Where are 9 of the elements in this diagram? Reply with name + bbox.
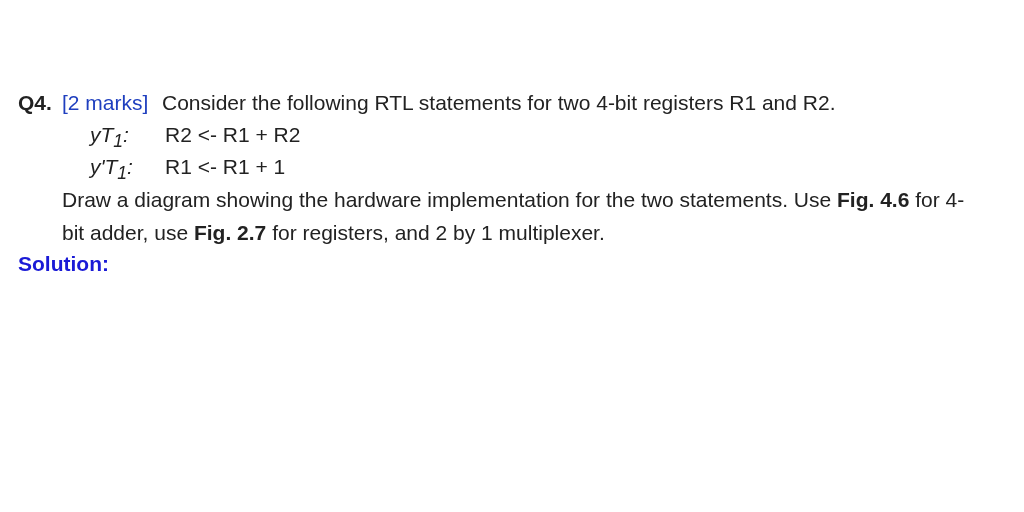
rtl-statement: R1 <- R1 + 1 — [165, 154, 286, 180]
instruction-paragraph: Draw a diagram showing the hardware implementation for the two statements. Use Fig. 4.6 for 4-bit adder, use Fig. 2.7 for registers, and 2 by 1 multiplexer. — [62, 187, 966, 246]
marks-note: [2 marks] — [62, 90, 149, 116]
condition-label: y'T$_{1}$: — [90, 154, 133, 186]
question-text: Consider the following RTL statements for two 4-bit registers R1 and R2. — [162, 90, 836, 116]
condition-label: yT$_{1}$: — [90, 122, 129, 154]
solution-heading: Solution: — [18, 251, 109, 277]
question-number: Q4. — [18, 90, 52, 116]
rtl-statement: R2 <- R1 + R2 — [165, 122, 301, 148]
